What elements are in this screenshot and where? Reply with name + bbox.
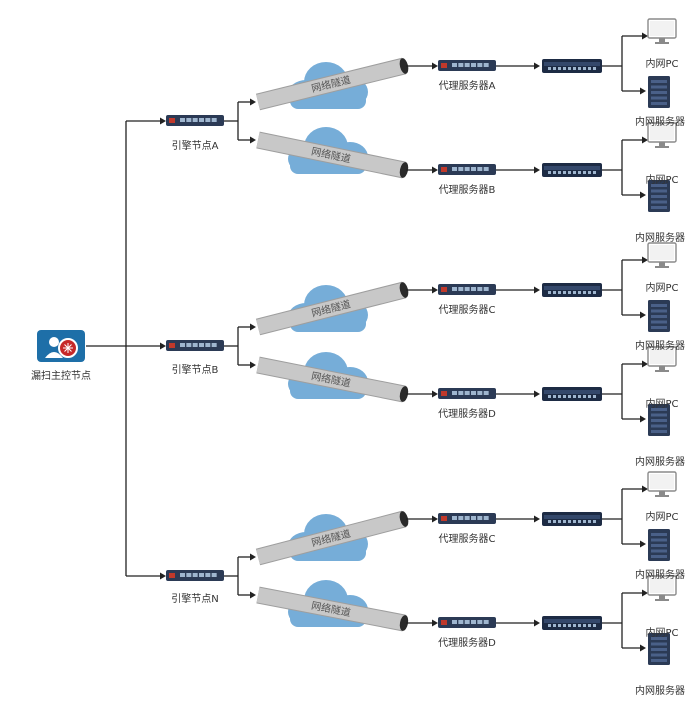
- proxy-switch-icon: [438, 284, 496, 295]
- arrowhead-icon: [432, 390, 438, 398]
- arrowhead-icon: [250, 98, 256, 106]
- desktop-pc-icon: [647, 346, 677, 372]
- proxy-switch-icon: [438, 513, 496, 524]
- arrowhead-icon: [642, 360, 648, 368]
- server-rack-icon: [648, 300, 670, 332]
- server-label: 内网服务器: [635, 117, 685, 128]
- desktop-pc-icon: [647, 18, 677, 44]
- arrowhead-icon: [432, 619, 438, 627]
- arrowhead-icon: [432, 515, 438, 523]
- server-rack-icon: [648, 180, 670, 212]
- pc-label: 内网PC: [645, 628, 679, 639]
- server-label: 内网服务器: [635, 457, 685, 468]
- desktop-pc-icon: [647, 471, 677, 497]
- arrowhead-icon: [640, 644, 646, 652]
- arrowhead-icon: [642, 136, 648, 144]
- arrowhead-icon: [160, 117, 166, 125]
- proxy-label: 代理服务器D: [438, 638, 496, 649]
- arrowhead-icon: [250, 553, 256, 561]
- proxy-label: 代理服务器C: [438, 305, 496, 316]
- arrowhead-icon: [534, 166, 540, 174]
- arrowhead-icon: [160, 342, 166, 350]
- proxy-label: 代理服务器B: [438, 185, 496, 196]
- arrowhead-icon: [640, 191, 646, 199]
- internal-router-icon: [542, 59, 602, 73]
- arrowhead-icon: [642, 589, 648, 597]
- arrowhead-icon: [432, 166, 438, 174]
- engine-label-a: 引擎节点A: [171, 141, 219, 152]
- internal-router-icon: [542, 163, 602, 177]
- arrowhead-icon: [432, 62, 438, 70]
- server-rack-icon: [648, 76, 670, 108]
- desktop-pc-icon: [647, 575, 677, 601]
- arrowhead-icon: [640, 87, 646, 95]
- arrowhead-icon: [432, 286, 438, 294]
- internal-router-icon: [542, 387, 602, 401]
- arrowhead-icon: [642, 256, 648, 264]
- server-label: 内网服务器: [635, 570, 685, 581]
- user-shield-icon: [37, 330, 85, 362]
- arrowhead-icon: [160, 572, 166, 580]
- arrowhead-icon: [250, 591, 256, 599]
- server-label: 内网服务器: [635, 233, 685, 244]
- arrowhead-icon: [250, 136, 256, 144]
- arrowhead-icon: [640, 540, 646, 548]
- network-tunnel-pipe: 网络隧道: [256, 356, 409, 403]
- network-tunnel-pipe: 网络隧道: [256, 586, 409, 632]
- desktop-pc-icon: [647, 242, 677, 268]
- arrowhead-icon: [640, 415, 646, 423]
- arrowhead-icon: [534, 515, 540, 523]
- network-tunnel-pipe: 网络隧道: [255, 281, 409, 336]
- proxy-switch-icon: [438, 617, 496, 628]
- pc-label: 内网PC: [645, 175, 679, 186]
- internal-router-icon: [542, 616, 602, 630]
- pc-label: 内网PC: [645, 399, 679, 410]
- server-rack-icon: [648, 404, 670, 436]
- control-node-label: 漏扫主控节点: [31, 371, 91, 382]
- desktop-pc-icon: [647, 122, 677, 148]
- pc-label: 内网PC: [645, 283, 679, 294]
- engine-switch-icon: [166, 115, 224, 126]
- arrowhead-icon: [534, 619, 540, 627]
- engine-switch-icon: [166, 570, 224, 581]
- server-label: 内网服务器: [635, 686, 685, 697]
- arrowhead-icon: [534, 390, 540, 398]
- arrowhead-icon: [250, 361, 256, 369]
- pc-label: 内网PC: [645, 59, 679, 70]
- proxy-switch-icon: [438, 164, 496, 175]
- engine-switch-icon: [166, 340, 224, 351]
- network-tunnel-pipe: 网络隧道: [256, 131, 409, 179]
- proxy-switch-icon: [438, 388, 496, 399]
- network-tunnel-pipe: 网络隧道: [255, 57, 409, 111]
- engine-label-b: 引擎节点B: [171, 365, 219, 376]
- proxy-label: 代理服务器C: [438, 534, 496, 545]
- proxy-label: 代理服务器D: [438, 409, 496, 420]
- pc-label: 内网PC: [645, 512, 679, 523]
- arrowhead-icon: [250, 323, 256, 331]
- arrowhead-icon: [534, 286, 540, 294]
- server-rack-icon: [648, 633, 670, 665]
- internal-router-icon: [542, 512, 602, 526]
- arrowhead-icon: [640, 311, 646, 319]
- server-rack-icon: [648, 529, 670, 561]
- arrowhead-icon: [642, 485, 648, 493]
- engine-label-n: 引擎节点N: [171, 594, 219, 605]
- internal-router-icon: [542, 283, 602, 297]
- network-tunnel-pipe: 网络隧道: [255, 510, 409, 566]
- arrowhead-icon: [642, 32, 648, 40]
- proxy-switch-icon: [438, 60, 496, 71]
- server-label: 内网服务器: [635, 341, 685, 352]
- arrowhead-icon: [534, 62, 540, 70]
- proxy-label: 代理服务器A: [438, 81, 496, 92]
